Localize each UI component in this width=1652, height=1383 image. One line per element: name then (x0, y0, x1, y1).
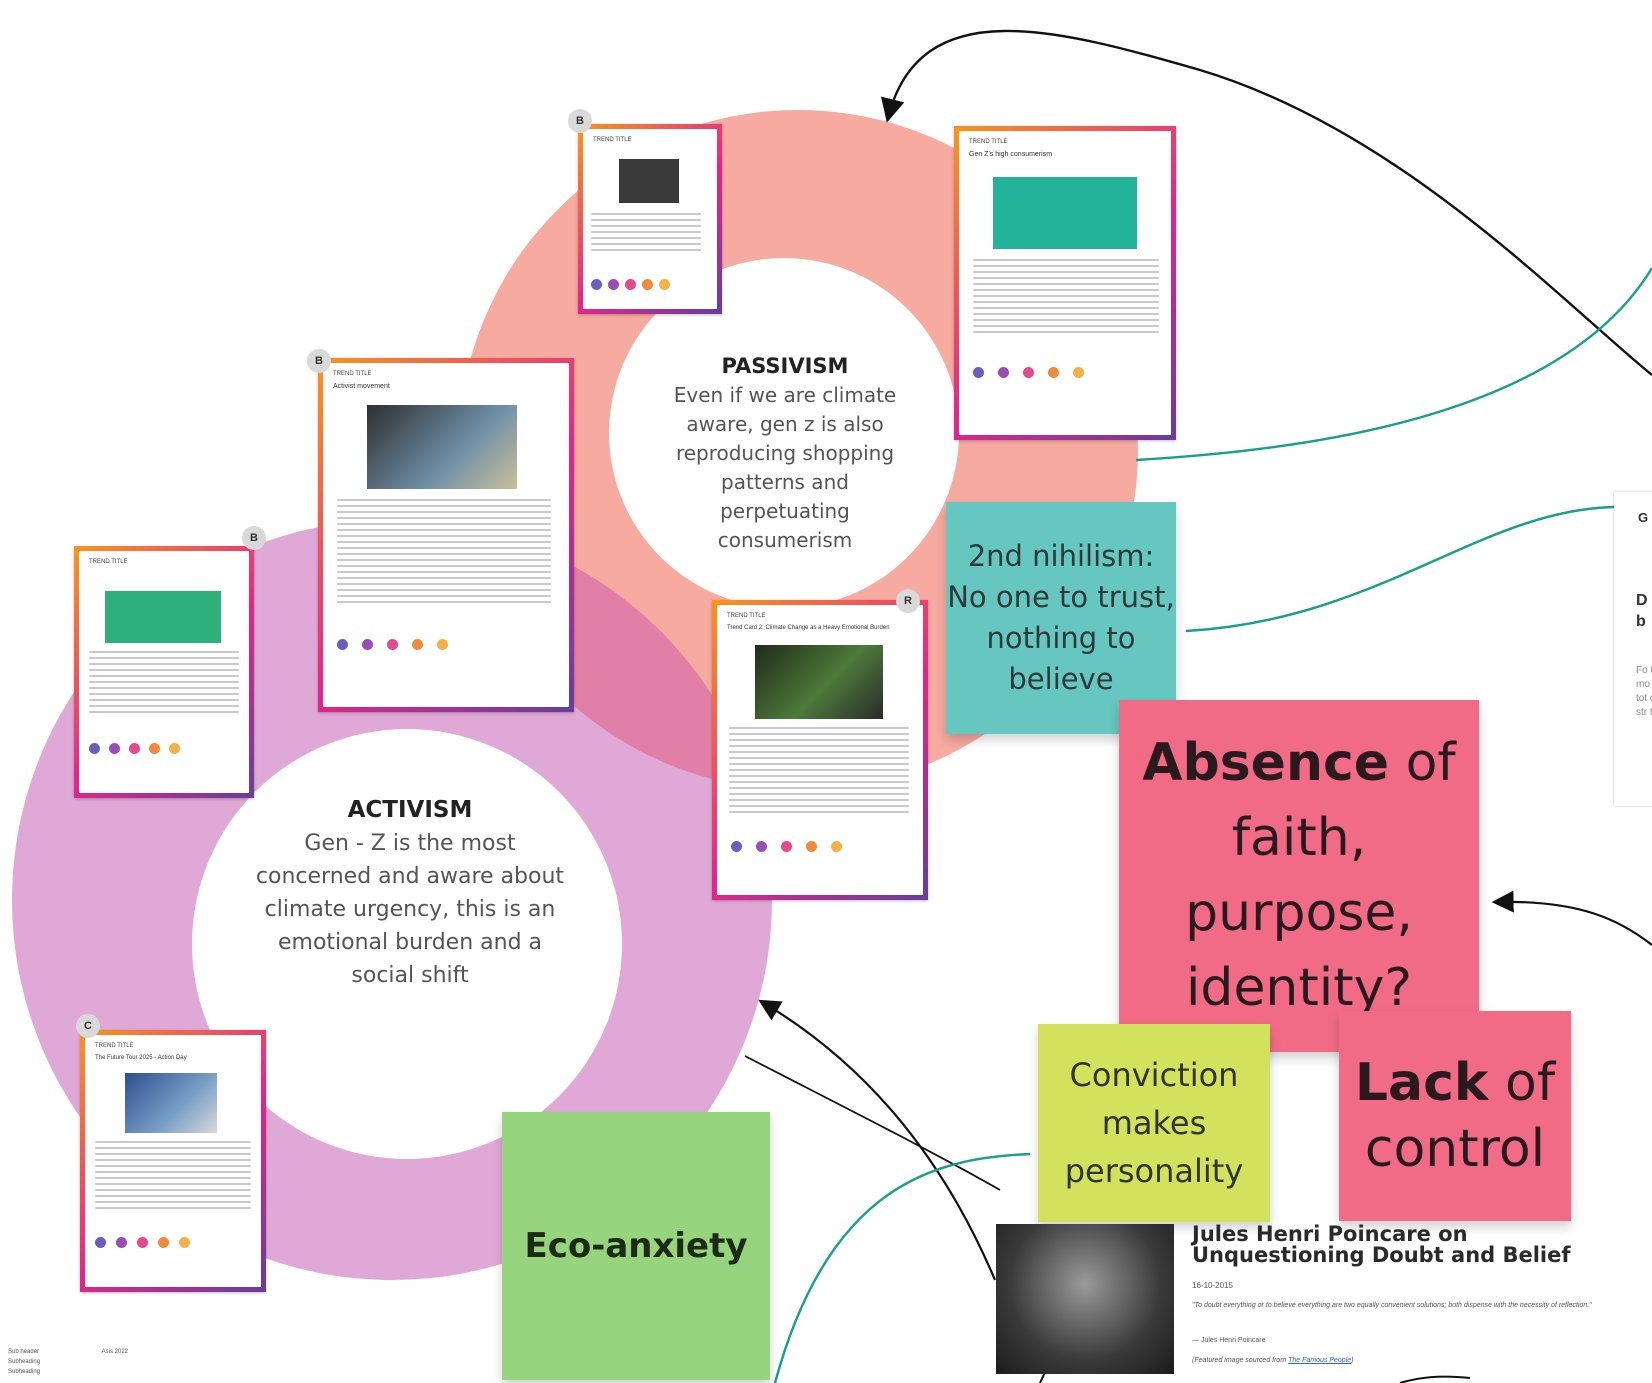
mini-table: Sub header Asis 2022 Subheading Subheadin… (8, 1347, 128, 1377)
quote-card[interactable]: Jules Henri Poincare on Unquestioning Do… (996, 1224, 1636, 1374)
eco-anxiety-note[interactable]: Eco-anxiety (502, 1112, 770, 1380)
absence-note-strong: Absence (1142, 733, 1390, 793)
lack-of-control-note[interactable]: Lack of control (1339, 1011, 1571, 1221)
passivism-label: PASSIVISM Even if we are climate aware, … (660, 352, 910, 555)
side-card-letter: G (1638, 510, 1649, 525)
card-icons (95, 1237, 190, 1248)
card-badge: R (896, 589, 920, 613)
card-text-lines (591, 213, 701, 255)
card-icons (89, 743, 180, 754)
card-title: TREND TITLE (727, 613, 766, 619)
activism-label: ACTIVISM Gen - Z is the most concerned a… (250, 794, 570, 992)
lack-note-strong: Lack (1354, 1053, 1489, 1113)
table-row: Subheading (8, 1367, 128, 1377)
card-icons (973, 367, 1084, 378)
card-title: TREND TITLE (969, 139, 1008, 145)
trend-card[interactable]: TREND TITLE Gen Z's high consumerism (954, 126, 1176, 440)
absence-note[interactable]: Absence of faith, purpose, identity? (1119, 700, 1479, 1052)
eco-anxiety-note-text: Eco-anxiety (524, 1226, 748, 1266)
quote-title: Jules Henri Poincare on Unquestioning Do… (1192, 1222, 1571, 1267)
table-row: Subheading (8, 1357, 128, 1367)
activism-description: Gen - Z is the most concerned and aware … (255, 831, 565, 988)
card-badge: B (242, 526, 266, 550)
passivism-description: Even if we are climate aware, gen z is a… (673, 383, 897, 552)
poincare-photo (996, 1224, 1174, 1374)
card-title: TREND TITLE (593, 137, 632, 143)
card-subtitle: The Future Tour 2025 - Action Day (95, 1055, 187, 1061)
absence-note-rest: of faith, purpose, identity? (1185, 733, 1456, 1018)
card-title: TREND TITLE (333, 371, 372, 377)
card-icons (731, 841, 842, 852)
card-text-lines (337, 499, 551, 607)
absence-note-text: Absence of faith, purpose, identity? (1119, 726, 1479, 1026)
nihilism-note-text: 2nd nihilism: No one to trust, nothing t… (947, 539, 1175, 696)
table-cell: Subheading (8, 1359, 41, 1365)
card-text-lines (973, 259, 1159, 337)
table-row: Sub header Asis 2022 (8, 1347, 128, 1357)
quote-source-suffix: ) (1351, 1357, 1354, 1364)
card-title: TREND TITLE (95, 1043, 134, 1049)
quote-source: (Featured image sourced from The Famous … (1192, 1357, 1354, 1364)
card-text-lines (89, 651, 239, 717)
card-badge: B (568, 109, 592, 133)
card-title: TREND TITLE (89, 559, 128, 565)
nihilism-note[interactable]: 2nd nihilism: No one to trust, nothing t… (946, 502, 1176, 734)
lack-note-text: Lack of control (1339, 1050, 1571, 1182)
side-card[interactable]: G D T b Fo the mo fro tot de str tra (1614, 492, 1652, 806)
card-image (367, 405, 517, 489)
trend-card[interactable]: TREND TITLE (578, 124, 722, 314)
quote-date: 16-10-2015 (1192, 1281, 1233, 1290)
trend-card[interactable]: TREND TITLE Trend Card 2: Climate Change… (712, 600, 928, 900)
passivism-title: PASSIVISM (721, 354, 849, 378)
card-text-lines (729, 727, 909, 817)
side-card-heading: D T b (1636, 592, 1652, 630)
card-icons (591, 279, 670, 290)
card-badge: B (307, 349, 331, 373)
quote-source-prefix: (Featured image sourced from (1192, 1357, 1289, 1364)
table-cell: Sub header (8, 1349, 40, 1355)
trend-card[interactable]: TREND TITLE (74, 546, 254, 798)
table-cell: Asis 2022 (101, 1349, 128, 1355)
card-subtitle: Trend Card 2: Climate Change as a Heavy … (727, 625, 890, 631)
conviction-note-text: Conviction makes personality (1064, 1056, 1244, 1190)
trend-card[interactable]: TREND TITLE Activist movement (318, 358, 574, 712)
conviction-note[interactable]: Conviction makes personality (1038, 1024, 1270, 1222)
trend-card[interactable]: TREND TITLE The Future Tour 2025 - Actio… (80, 1030, 266, 1292)
card-subtitle: Activist movement (333, 383, 390, 390)
table-cell: Subheading (8, 1369, 41, 1375)
quote-source-link[interactable]: The Famous People (1288, 1357, 1352, 1364)
activism-title: ACTIVISM (347, 797, 473, 823)
lack-note-rest: of control (1364, 1053, 1556, 1179)
card-image (105, 591, 221, 643)
card-image (755, 645, 883, 719)
quote-author: — Jules Henri Poincare (1192, 1337, 1266, 1344)
card-image (993, 177, 1137, 249)
card-icons (337, 639, 448, 650)
side-card-body: Fo the mo fro tot de str tra (1636, 665, 1652, 718)
card-text-lines (95, 1141, 251, 1213)
card-image (125, 1073, 217, 1133)
card-image (619, 159, 679, 203)
passivism-inner-circle (609, 258, 959, 608)
card-subtitle: Gen Z's high consumerism (969, 151, 1053, 158)
card-badge: C (76, 1014, 100, 1038)
quote-text: "To doubt everything or to believe every… (1192, 1302, 1592, 1309)
